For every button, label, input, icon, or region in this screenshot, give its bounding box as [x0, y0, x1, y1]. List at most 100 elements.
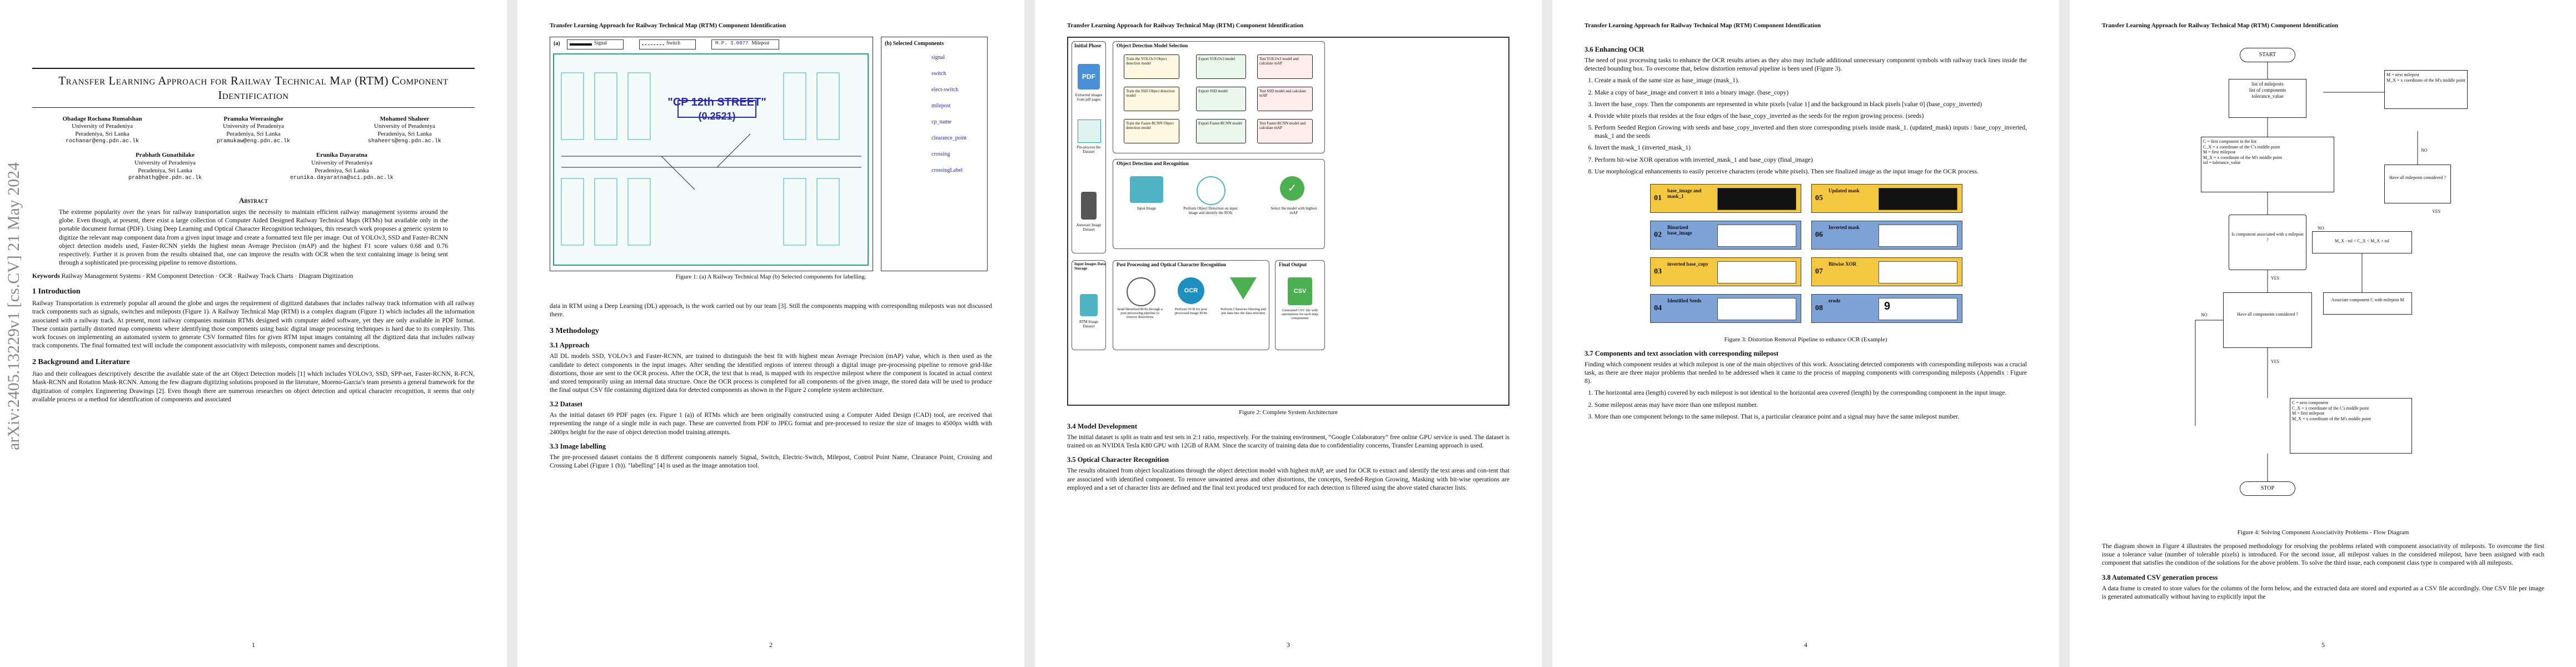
paragraph: As the initial dataset 69 PDF pages (ex.… — [550, 412, 992, 436]
running-head: Transfer Learning Approach for Railway T… — [1585, 22, 1821, 29]
step-image — [1717, 224, 1796, 247]
train-model-box: Train the YOLOv3 Object detection model — [1124, 54, 1179, 79]
next-component-box: C = next component C_X = x coordinate of… — [2290, 398, 2412, 454]
paragraph: The need of post processing tasks to enh… — [1585, 57, 2027, 73]
step-image — [1879, 261, 1957, 283]
abstract-heading: Abstract — [239, 196, 268, 205]
pipeline-steps: Create a mask of the same size as base_i… — [1585, 77, 2027, 176]
list-item: milepost — [931, 103, 951, 109]
export-model-box: Export SSD model — [1196, 87, 1246, 111]
title-rule-top — [32, 68, 475, 69]
list-item: More than one component belongs to the s… — [1595, 413, 2027, 421]
figure-caption: Figure 4: Solving Component Associativit… — [2237, 529, 2409, 536]
page-number: 3 — [1287, 641, 1290, 649]
step-number: 07 — [1815, 267, 1823, 276]
step-label: erode — [1828, 297, 1841, 303]
all-components-decision: Have all components considered ? — [2223, 292, 2312, 348]
start-node: START — [2240, 48, 2295, 62]
image-icon — [1130, 176, 1163, 203]
page-4: Transfer Learning Approach for Railway T… — [1552, 0, 2059, 667]
node-label: RTM Image Dataset — [1079, 320, 1098, 328]
node-label: Annotate Image Dataset — [1076, 223, 1102, 232]
signal-icon — [570, 43, 592, 46]
pipeline-step: 07 Bitwise XOR — [1811, 257, 1962, 286]
arxiv-stamp: arXiv:2405.13229v1 [cs.CV] 21 May 2024 — [4, 162, 23, 450]
yes-label: YES — [2271, 359, 2280, 364]
tolerance-condition: M_X - tol < C_X < M_X + tol — [2312, 231, 2412, 253]
subsection-heading: 3.6 Enhancing OCR — [1585, 46, 1645, 53]
list-item: cp_name — [931, 119, 952, 125]
panel-a-label: (a) — [554, 41, 560, 47]
odr-block: Object Detection and Recognition Input I… — [1113, 159, 1325, 249]
paragraph: The results obtained from object localiz… — [1067, 467, 1509, 491]
title-rule-bottom — [32, 107, 475, 108]
page-2: Transfer Learning Approach for Railway T… — [517, 0, 1024, 667]
switch-icon — [642, 44, 664, 46]
page-3: Transfer Learning Approach for Railway T… — [1035, 0, 1542, 667]
node-label: Perform OCR for post processed image ROI… — [1174, 307, 1208, 315]
csv-icon: CSV — [1288, 277, 1312, 305]
is-associated-decision: Is component associated with a milepost … — [2229, 215, 2306, 270]
step-image — [1879, 187, 1957, 210]
step-image — [1717, 297, 1796, 320]
list-item: elect-switch — [931, 87, 959, 93]
filter-icon — [1230, 277, 1257, 300]
pdf-icon: PDF — [1078, 64, 1100, 89]
train-model-box: Train the SSD Object detection model — [1124, 87, 1179, 111]
paragraph: Railway Transportation is extremely popu… — [32, 300, 475, 350]
paragraph: Jiao and their colleagues descriptively … — [32, 371, 475, 403]
subsection-heading: 3.1 Approach — [550, 341, 590, 350]
list-item: crossing — [931, 151, 950, 157]
input-storage-block: Input Images Data Storage RTM Image Data… — [1072, 260, 1106, 350]
search-icon — [1197, 176, 1225, 205]
annotate-icon — [1081, 192, 1097, 220]
step-label: Inverted mask — [1828, 224, 1860, 230]
list-item: Perform Seeded Region Growing with seeds… — [1595, 124, 2027, 141]
figure-4-flowchart: START list of mileposts list of componen… — [2179, 37, 2468, 526]
subsection-heading: 3.2 Dataset — [550, 400, 583, 409]
subsection-heading: 3.3 Image labelling — [550, 442, 606, 450]
pipeline-step: 05 Updated mask — [1811, 183, 1962, 213]
step-number: 05 — [1815, 193, 1823, 202]
rtm-drawing — [553, 53, 869, 266]
step-label: Bitwise XOR — [1828, 261, 1857, 267]
all-mileposts-decision: Have all mileposts considered ? — [2384, 165, 2451, 203]
subsection-heading: 3.7 Components and text association with… — [1585, 349, 1779, 357]
paragraph: Finding which component resides at which… — [1585, 361, 2027, 385]
section-heading: 1 Introduction — [32, 287, 81, 296]
image-icon — [1078, 120, 1101, 143]
node-label: Pre-process the Dataset — [1077, 145, 1101, 154]
problem-list: The horizontal area (length) covered by … — [1585, 389, 2027, 421]
post-processing-block: Post Processing and Optical Character Re… — [1113, 260, 1269, 350]
initial-phase-block: Initial Phase PDF Extracted images from … — [1072, 41, 1106, 253]
list-item: Create a mask of the same size as base_i… — [1595, 77, 2027, 85]
no-label: NO — [2318, 226, 2324, 231]
list-item: Provide white pixels that resides at the… — [1595, 112, 2027, 121]
paragraph: A data frame is created to store values … — [2102, 585, 2544, 600]
init-box: C = first component in the list C_X = x … — [2201, 137, 2334, 192]
list-item: Use morphological enhancements to easily… — [1595, 168, 2027, 176]
list-item: Invert the base_copy. Then the component… — [1595, 101, 2027, 109]
final-output-block: Final Output CSV Generated CSV file with… — [1275, 260, 1325, 350]
node-label: Perform Character filtering and put data… — [1220, 307, 1266, 315]
step-number: 08 — [1815, 303, 1823, 312]
node-label: Input Image — [1137, 206, 1156, 211]
step-number: 06 — [1815, 230, 1823, 239]
figure-2-architecture: Initial Phase PDF Extracted images from … — [1067, 37, 1509, 406]
page-number: 2 — [769, 641, 773, 649]
step-label: Identified Seeds — [1667, 297, 1702, 303]
step-label: Updated mask — [1828, 187, 1860, 193]
list-item: The horizontal area (length) covered by … — [1595, 389, 2027, 397]
yes-label: YES — [2432, 209, 2441, 214]
page-5: Transfer Learning Approach for Railway T… — [2070, 0, 2576, 667]
pipeline-step: 06 Inverted mask — [1811, 220, 1962, 250]
